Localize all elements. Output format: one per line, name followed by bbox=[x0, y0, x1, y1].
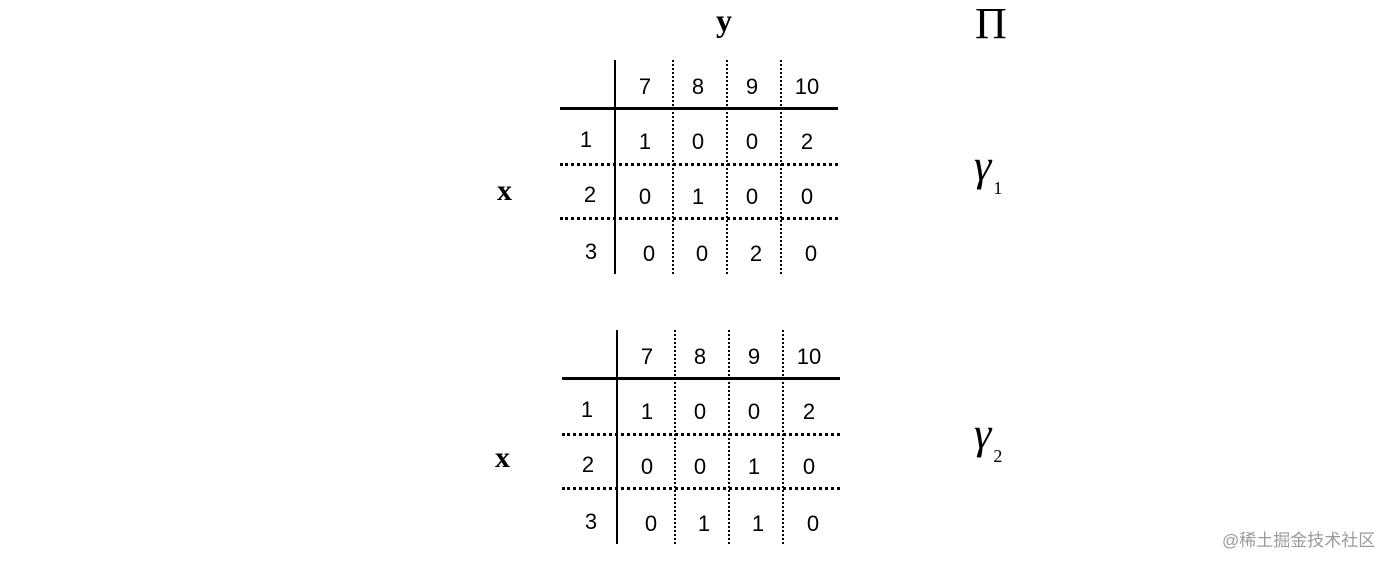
pi-symbol: Π bbox=[975, 0, 1007, 48]
row-divider bbox=[562, 487, 840, 490]
column-header: 7 bbox=[638, 74, 652, 99]
table-cell: 1 bbox=[691, 184, 705, 209]
table-cell: 0 bbox=[693, 399, 707, 424]
col-divider bbox=[672, 60, 674, 274]
column-header: 10 bbox=[794, 74, 820, 99]
row-divider bbox=[560, 217, 838, 220]
joint-table-gamma-2: 7 8 9 10 1 1 0 0 2 2 0 0 1 0 3 0 1 1 0 bbox=[562, 330, 842, 545]
row-header: 2 bbox=[581, 452, 595, 477]
col-divider bbox=[726, 60, 728, 274]
table-cell: 1 bbox=[697, 511, 711, 536]
table-cell: 0 bbox=[804, 241, 818, 266]
table-cell: 0 bbox=[747, 399, 761, 424]
header-rule bbox=[560, 107, 838, 110]
table-cell: 0 bbox=[745, 184, 759, 209]
table-cell: 0 bbox=[644, 511, 658, 536]
table-cell: 0 bbox=[806, 511, 820, 536]
table-cell: 0 bbox=[640, 454, 654, 479]
y-axis-label: y bbox=[716, 2, 732, 38]
row-header-rule bbox=[616, 330, 618, 544]
table-cell: 0 bbox=[638, 184, 652, 209]
x-axis-label-bottom: x bbox=[495, 441, 510, 474]
col-divider bbox=[782, 330, 784, 544]
gamma-1-symbol: γ bbox=[974, 141, 992, 190]
table-cell: 2 bbox=[802, 399, 816, 424]
column-header: 7 bbox=[640, 344, 654, 369]
column-header: 9 bbox=[745, 74, 759, 99]
col-divider bbox=[780, 60, 782, 274]
gamma-2-subscript: 2 bbox=[993, 446, 1003, 466]
column-header: 9 bbox=[747, 344, 761, 369]
watermark: @稀土掘金技术社区 bbox=[1222, 531, 1376, 550]
column-header: 10 bbox=[796, 344, 822, 369]
table-cell: 1 bbox=[751, 511, 765, 536]
row-header: 3 bbox=[584, 509, 598, 534]
row-header-rule bbox=[614, 60, 616, 274]
column-header: 8 bbox=[693, 344, 707, 369]
col-divider bbox=[674, 330, 676, 544]
table-cell: 1 bbox=[640, 399, 654, 424]
table-cell: 0 bbox=[745, 129, 759, 154]
row-header: 1 bbox=[580, 397, 594, 422]
row-header: 3 bbox=[584, 239, 598, 264]
table-cell: 0 bbox=[691, 129, 705, 154]
row-header: 2 bbox=[583, 182, 597, 207]
joint-table-gamma-1: 7 8 9 10 1 1 0 0 2 2 0 1 0 0 3 0 0 2 0 bbox=[560, 60, 840, 275]
x-axis-label-top: x bbox=[497, 174, 512, 207]
row-divider bbox=[562, 433, 840, 436]
gamma-1-subscript: 1 bbox=[993, 178, 1003, 198]
row-header: 1 bbox=[579, 127, 593, 152]
table-cell: 0 bbox=[695, 241, 709, 266]
table-cell: 0 bbox=[642, 241, 656, 266]
table-cell: 0 bbox=[802, 454, 816, 479]
table-cell: 2 bbox=[749, 241, 763, 266]
table-cell: 2 bbox=[800, 129, 814, 154]
table-cell: 1 bbox=[638, 129, 652, 154]
gamma-2-symbol: γ bbox=[974, 409, 992, 458]
table-cell: 0 bbox=[800, 184, 814, 209]
table-cell: 1 bbox=[747, 454, 761, 479]
row-divider bbox=[560, 163, 838, 166]
table-cell: 0 bbox=[693, 454, 707, 479]
col-divider bbox=[728, 330, 730, 544]
column-header: 8 bbox=[691, 74, 705, 99]
header-rule bbox=[562, 377, 840, 380]
